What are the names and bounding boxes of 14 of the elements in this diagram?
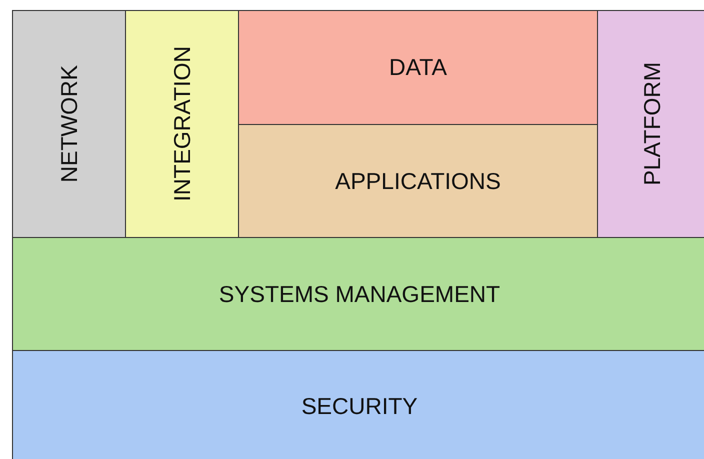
layer-label: SYSTEMS MANAGEMENT [218, 280, 500, 308]
layer-label: NETWORK [56, 65, 82, 183]
layer-block [12, 237, 704, 351]
layer-block [597, 10, 704, 238]
layer-label: INTEGRATION [168, 46, 196, 202]
layer-label: DATA [389, 54, 447, 81]
layer-block [12, 10, 126, 238]
layer-block [12, 350, 704, 459]
layer-label: PLATFORM [638, 62, 666, 186]
layer-block [238, 10, 598, 125]
layer-block [125, 10, 239, 238]
layer-block [238, 124, 598, 238]
layer-label: APPLICATIONS [335, 168, 501, 194]
layer-label: SECURITY [301, 392, 418, 420]
